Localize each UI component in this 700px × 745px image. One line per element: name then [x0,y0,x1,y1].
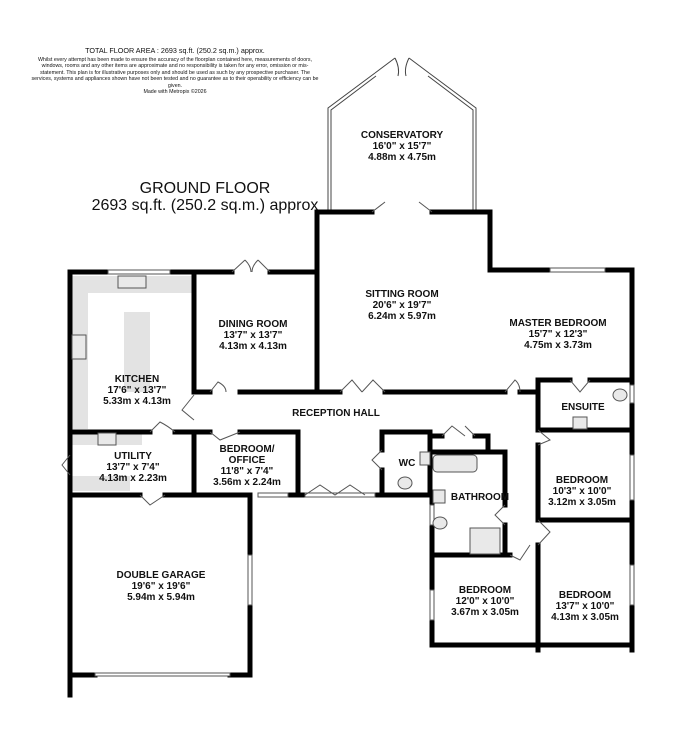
hob-icon [71,334,87,360]
conservatory-glazing [327,57,477,210]
wc-basin-icon [419,451,431,466]
room-dimensions-imperial: 12'0" x 10'0" [455,596,515,607]
room-name: MASTER BEDROOM [509,318,607,329]
doors [61,201,591,561]
windows [94,267,635,677]
room-dining-room: DINING ROOM 13'7" x 13'7" 4.13m x 4.13m [219,319,288,352]
room-name: BEDROOM [555,475,609,486]
room-dimensions-metric: 6.24m x 5.97m [368,311,436,322]
room-utility: UTILITY 13'7" x 7'4" 4.13m x 2.23m [99,451,167,484]
room-dimensions-metric: 4.13m x 2.23m [99,473,167,484]
room-dimensions-metric: 3.67m x 3.05m [451,607,519,618]
room-dimensions-metric: 5.94m x 5.94m [127,592,195,603]
room-dimensions-metric: 3.12m x 3.05m [548,497,616,508]
room-name: DOUBLE GARAGE [116,570,206,581]
room-name: ENSUITE [561,402,605,413]
kitchen-counters [70,276,192,491]
room-double-garage: DOUBLE GARAGE 19'6" x 19'6" 5.94m x 5.94… [117,570,206,603]
room-sitting-room: SITTING ROOM 20'6" x 19'7" 6.24m x 5.97m [365,289,438,322]
room-dimensions-imperial: 10'3" x 10'0" [552,486,612,497]
wc-toilet-icon [397,476,413,490]
room-name: BEDROOM [458,585,512,596]
room-bedroom-2: BEDROOM 10'3" x 10'0" 3.12m x 3.05m [548,475,616,508]
sanitary-fixtures [71,275,628,555]
room-ensuite: ENSUITE [561,402,604,413]
shower-icon [469,527,501,555]
bathroom-basin-icon [432,489,446,504]
room-name: BEDROOM [558,590,612,601]
room-name: SITTING ROOM [365,289,439,300]
room-dimensions-metric: 3.56m x 2.24m [213,477,281,488]
room-name: UTILITY [114,451,152,462]
room-dimensions-imperial: 20'6" x 19'7" [372,300,432,311]
room-dimensions-imperial: 13'7" x 7'4" [106,462,160,473]
room-dimensions-imperial: 15'7" x 12'3" [528,329,588,340]
room-dimensions-imperial: 19'6" x 19'6" [131,581,191,592]
room-bedroom-office: BEDROOM/ OFFICE 11'8" x 7'4" 3.56m x 2.2… [213,444,281,488]
kitchen-sink-icon [117,275,147,289]
room-dimensions-imperial: 13'7" x 10'0" [555,601,615,612]
room-dimensions-metric: 4.13m x 4.13m [219,341,287,352]
room-name: BEDROOM/ [219,444,275,455]
plan-header: TOTAL FLOOR AREA : 2693 sq.ft. (250.2 sq… [30,46,320,95]
room-dimensions-metric: 4.13m x 3.05m [551,612,619,623]
room-bathroom: BATHROOM [451,492,509,503]
room-dimensions-metric: 4.88m x 4.75m [368,152,436,163]
room-wc: WC [399,458,416,469]
room-reception-hall: RECEPTION HALL [292,408,380,419]
floor-title: GROUND FLOOR 2693 sq.ft. (250.2 sq.m.) a… [70,180,340,214]
room-master-bedroom: MASTER BEDROOM 15'7" x 12'3" 4.75m x 3.7… [509,318,606,351]
room-name: BATHROOM [450,492,510,503]
room-bedroom-3: BEDROOM 12'0" x 10'0" 3.67m x 3.05m [451,585,519,618]
room-dimensions-imperial: 11'8" x 7'4" [220,466,274,477]
room-name: DINING ROOM [218,319,288,330]
ensuite-basin-icon [572,416,588,430]
room-name: KITCHEN [114,374,160,385]
room-dimensions-metric: 4.75m x 3.73m [524,340,592,351]
room-dimensions-metric: 5.33m x 4.13m [103,396,171,407]
room-name: WC [398,458,416,469]
total-floor-area: TOTAL FLOOR AREA : 2693 sq.ft. (250.2 sq… [85,46,265,55]
bathroom-toilet-icon [432,516,448,530]
room-bedroom-4: BEDROOM 13'7" x 10'0" 4.13m x 3.05m [551,590,619,623]
floor-name: GROUND FLOOR [139,180,271,197]
utility-sink-icon [97,432,117,446]
disclaimer-text: Whilst every attempt has been made to en… [31,57,319,89]
room-dimensions-imperial: 16'0" x 15'7" [372,141,432,152]
room-name-line2: OFFICE [228,455,266,466]
room-kitchen: KITCHEN 17'6" x 13'7" 5.33m x 4.13m [103,374,171,407]
room-name: CONSERVATORY [360,130,444,141]
room-name: RECEPTION HALL [292,408,380,419]
made-with-credit: Made with Metropix ©2026 [143,89,207,96]
ensuite-toilet-icon [612,388,628,402]
room-dimensions-imperial: 13'7" x 13'7" [223,330,283,341]
floor-area: 2693 sq.ft. (250.2 sq.m.) approx [91,197,319,214]
room-dimensions-imperial: 17'6" x 13'7" [107,385,167,396]
room-conservatory: CONSERVATORY 16'0" x 15'7" 4.88m x 4.75m [361,130,443,163]
bath-icon [432,454,478,473]
